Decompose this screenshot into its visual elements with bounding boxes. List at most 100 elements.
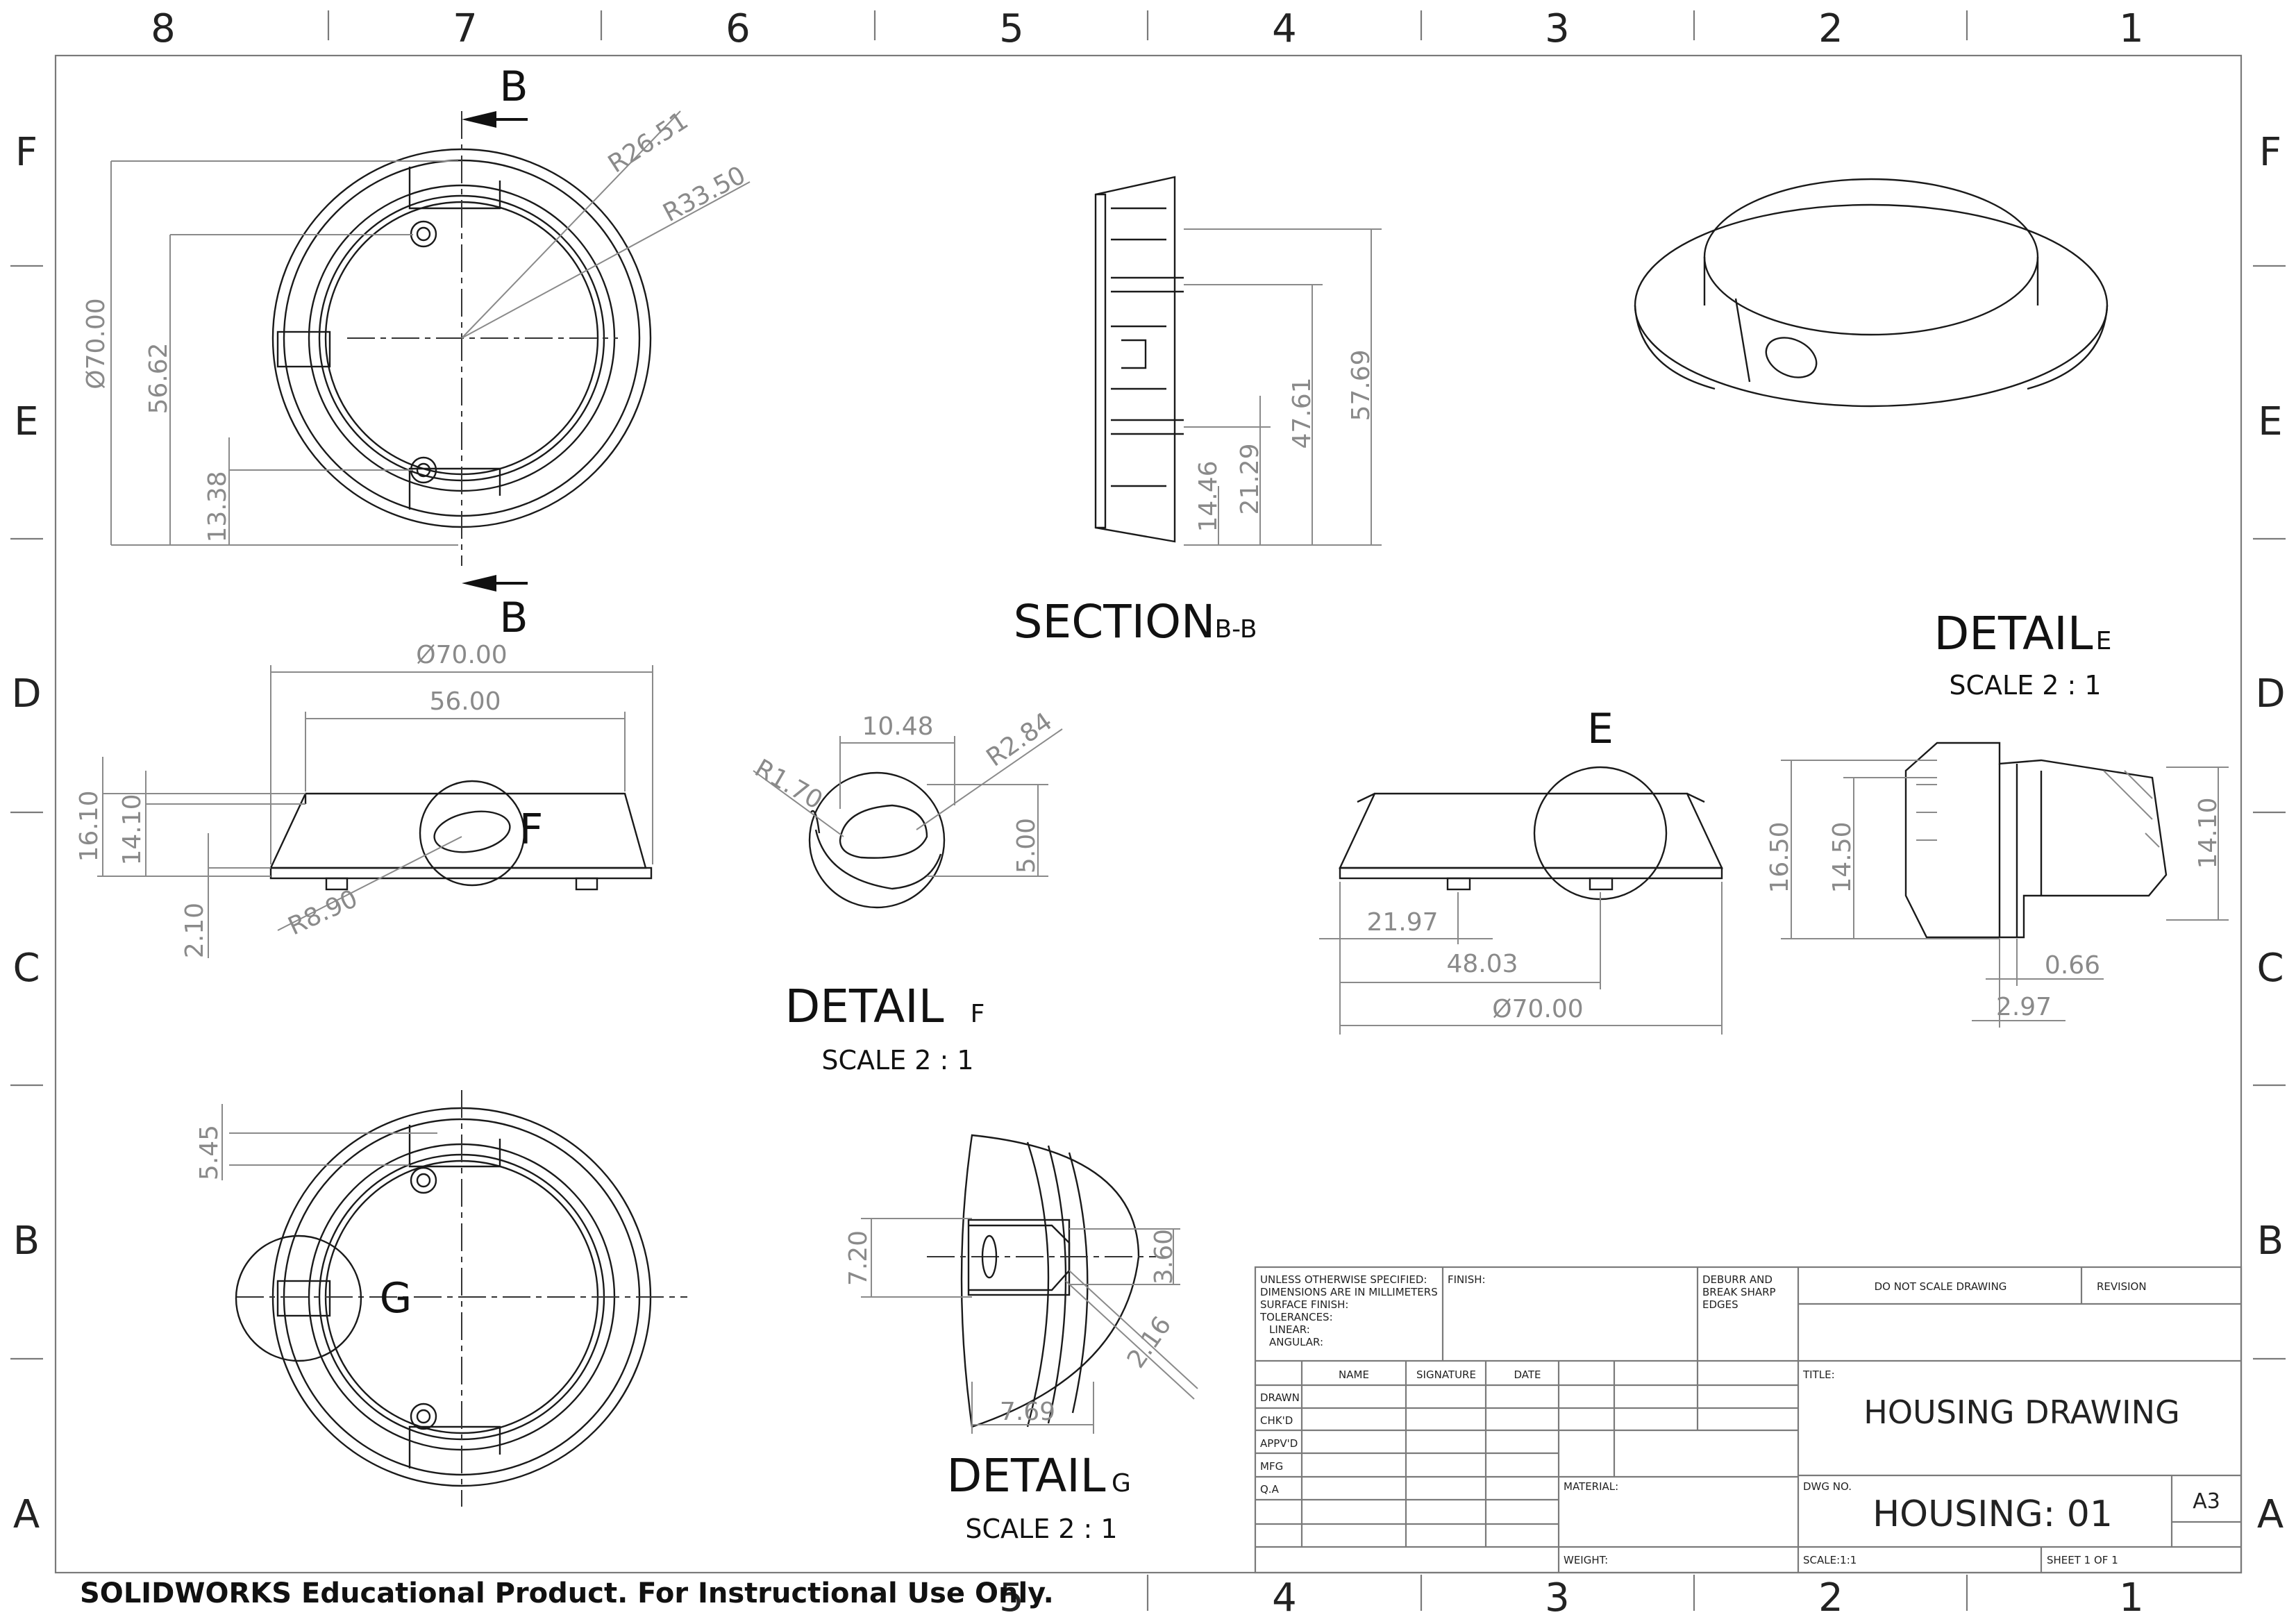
detail-e-letter: E xyxy=(2096,627,2112,655)
side-view: F xyxy=(269,780,653,891)
dim-detail-g-7-69: 7.69 xyxy=(1000,1398,1055,1426)
zone-col-bottom-2: 2 xyxy=(1818,1575,1843,1621)
tb-dwg-no: HOUSING: 01 xyxy=(1872,1493,2113,1535)
detail-g-title-text: DETAIL xyxy=(946,1449,1105,1502)
zone-labels-top: 8 7 6 5 4 3 2 1 xyxy=(151,6,2144,51)
zone-row-e: E xyxy=(14,399,38,444)
zone-labels-left: F E D C B A xyxy=(11,130,41,1537)
tb-revision: REVISION xyxy=(2097,1280,2147,1293)
tb-do-not-scale: DO NOT SCALE DRAWING xyxy=(1875,1280,2007,1293)
dim-detail-g-7-20: 7.20 xyxy=(844,1230,873,1286)
detail-g-view xyxy=(927,1134,1156,1428)
zone-row-f: F xyxy=(15,130,37,175)
dim-side-diameter: Ø70.00 xyxy=(416,641,507,669)
dim-detail-e-14-10: 14.10 xyxy=(2194,797,2222,869)
detail-f-scale: SCALE 2 : 1 xyxy=(821,1045,973,1075)
dim-side-16-10: 16.10 xyxy=(75,790,103,862)
zone-row-c: C xyxy=(12,946,40,991)
section-marker-top: B xyxy=(499,62,528,111)
tb-scale: SCALE:1:1 xyxy=(1803,1554,1857,1566)
detail-e-view xyxy=(1904,742,2168,939)
tb-note-4: TOLERANCES: xyxy=(1259,1311,1333,1323)
tb-header-name: NAME xyxy=(1339,1368,1369,1381)
dim-top-r26-51: R26.51 xyxy=(603,106,694,178)
detail-f-dimensions: 10.48 R2.84 R1.70 5.00 xyxy=(750,708,1063,877)
section-view-dimensions: 57.69 47.61 21.29 14.46 xyxy=(1184,228,1382,546)
zone-col-bottom-4: 4 xyxy=(1272,1575,1297,1621)
detail-f-letter: F xyxy=(971,1000,985,1028)
zone-col-4: 4 xyxy=(1272,6,1297,51)
tb-size: A3 xyxy=(2193,1489,2220,1514)
detail-g-dimensions: 7.20 3.60 2.16 7.69 xyxy=(844,1218,1198,1434)
dim-side-14-10: 14.10 xyxy=(118,794,146,865)
zone-col-bottom-5: 5 xyxy=(999,1575,1024,1621)
zone-col-7: 7 xyxy=(453,6,478,51)
dim-detail-f-r1-70: R1.70 xyxy=(750,754,828,815)
isometric-view xyxy=(1634,178,2109,408)
zone-col-bottom-1: 1 xyxy=(2119,1575,2144,1621)
tb-material: MATERIAL: xyxy=(1564,1480,1618,1493)
zone-col-8: 8 xyxy=(151,6,176,51)
zone-labels-right: F E D C B A xyxy=(2255,130,2285,1537)
tb-deburr-2: BREAK SHARP xyxy=(1702,1286,1776,1298)
tb-row-qa: Q.A xyxy=(1260,1483,1280,1496)
tb-finish: FINISH: xyxy=(1448,1273,1486,1286)
tb-note-1: UNLESS OTHERWISE SPECIFIED: xyxy=(1260,1273,1427,1286)
dim-section-14-46: 14.46 xyxy=(1194,460,1223,532)
tb-deburr-3: EDGES xyxy=(1702,1298,1738,1311)
title-block-text: UNLESS OTHERWISE SPECIFIED: DIMENSIONS A… xyxy=(1259,1273,2220,1566)
zone-row-a-right: A xyxy=(2257,1492,2284,1537)
dim-top-56-62: 56.62 xyxy=(144,342,173,414)
dim-bottom-5-45: 5.45 xyxy=(195,1125,224,1180)
detail-g-letter: G xyxy=(1112,1469,1131,1498)
dim-top-r33-50: R33.50 xyxy=(658,161,750,228)
section-title-suffix: B-B xyxy=(1214,615,1257,644)
zone-col-2: 2 xyxy=(1818,6,1843,51)
tb-note-5: LINEAR: xyxy=(1269,1323,1310,1336)
detail-e-scale: SCALE 2 : 1 xyxy=(1949,670,2101,701)
zone-col-1: 1 xyxy=(2119,6,2144,51)
dim-top-diameter: Ø70.00 xyxy=(82,298,110,389)
dim-section-57-69: 57.69 xyxy=(1347,349,1375,421)
zone-row-e-right: E xyxy=(2258,399,2282,444)
zone-col-5: 5 xyxy=(999,6,1024,51)
dim-section-21-29: 21.29 xyxy=(1236,443,1264,514)
dim-side-56-00: 56.00 xyxy=(429,687,501,716)
dim-front-21-97: 21.97 xyxy=(1366,908,1438,937)
front-view-dimensions: 21.97 48.03 Ø70.00 xyxy=(1319,882,1723,1035)
dim-detail-e-14-50: 14.50 xyxy=(1828,821,1857,893)
tb-row-drawn: DRAWN xyxy=(1260,1391,1300,1404)
section-view xyxy=(1094,176,1184,543)
detail-f-title-text: DETAIL xyxy=(785,980,944,1033)
zone-row-b: B xyxy=(13,1219,40,1264)
zone-labels-bottom: 5 4 3 2 1 xyxy=(999,1575,2144,1621)
zone-col-3: 3 xyxy=(1545,6,1570,51)
dim-detail-g-3-60: 3.60 xyxy=(1150,1229,1178,1284)
section-cut-markers: B B xyxy=(462,62,528,642)
tb-weight: WEIGHT: xyxy=(1564,1554,1608,1566)
dim-detail-f-10-48: 10.48 xyxy=(862,712,933,741)
tb-title-label: TITLE: xyxy=(1802,1368,1835,1381)
tb-note-6: ANGULAR: xyxy=(1269,1336,1323,1348)
bottom-view: G xyxy=(235,1090,687,1507)
tb-header-signature: SIGNATURE xyxy=(1416,1368,1476,1381)
detail-e-title: DETAIL E SCALE 2 : 1 xyxy=(1934,607,2111,701)
zone-row-a: A xyxy=(13,1492,40,1537)
section-title-text: SECTION xyxy=(1014,595,1216,648)
detail-f-view xyxy=(808,771,946,909)
detail-g-title: DETAIL G SCALE 2 : 1 xyxy=(946,1449,1131,1544)
dim-top-13-38: 13.38 xyxy=(203,471,232,542)
front-view-detail-label: E xyxy=(1587,705,1614,753)
side-view-dimensions: Ø70.00 56.00 16.10 14.10 2.10 R8.90 xyxy=(75,641,653,958)
side-view-detail-label: F xyxy=(519,805,544,854)
tb-row-mfg: MFG xyxy=(1260,1460,1283,1473)
dim-side-r8-90: R8.90 xyxy=(284,885,362,941)
section-title: SECTION B-B xyxy=(1014,595,1257,648)
tb-header-date: DATE xyxy=(1514,1368,1541,1381)
detail-g-scale: SCALE 2 : 1 xyxy=(965,1514,1117,1544)
tb-row-appvd: APPV'D xyxy=(1260,1437,1298,1450)
detail-e-dimensions: 16.50 14.50 14.10 0.66 2.97 xyxy=(1766,760,2229,1028)
tb-sheet: SHEET 1 OF 1 xyxy=(2047,1554,2118,1566)
zone-row-b-right: B xyxy=(2257,1219,2284,1264)
